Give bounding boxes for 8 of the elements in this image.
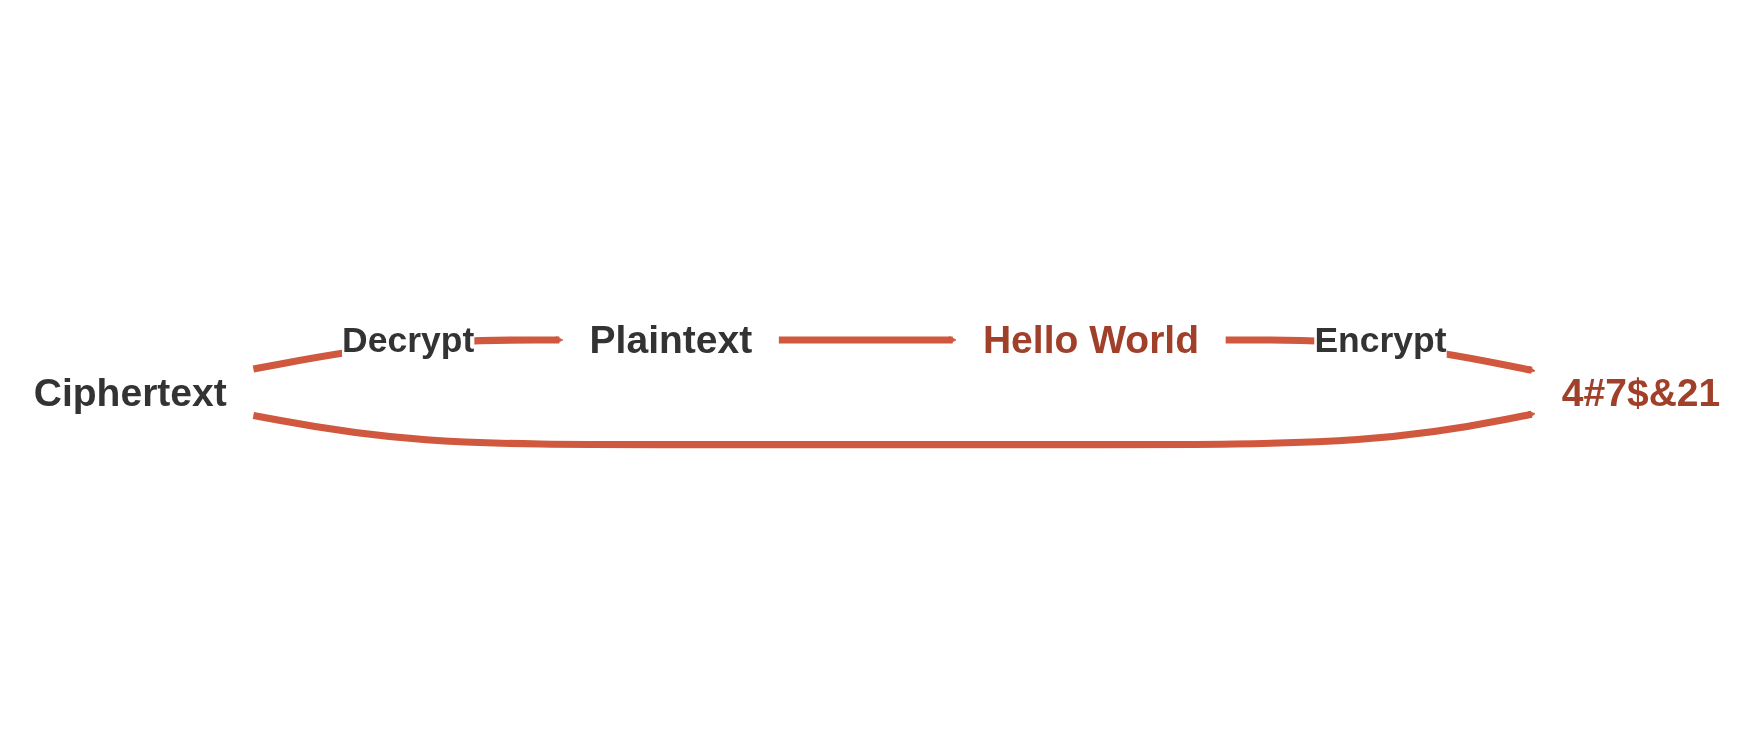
edge-label: Encrypt — [1314, 320, 1447, 360]
edge-label: Decrypt — [342, 320, 475, 360]
arrow — [778, 336, 957, 344]
arrow — [252, 410, 1536, 449]
node-text: Hello World — [982, 317, 1200, 362]
node-text: Plaintext — [589, 317, 753, 362]
node-text: 4#7$&21 — [1561, 370, 1721, 414]
node-text: Ciphertext — [33, 370, 227, 414]
